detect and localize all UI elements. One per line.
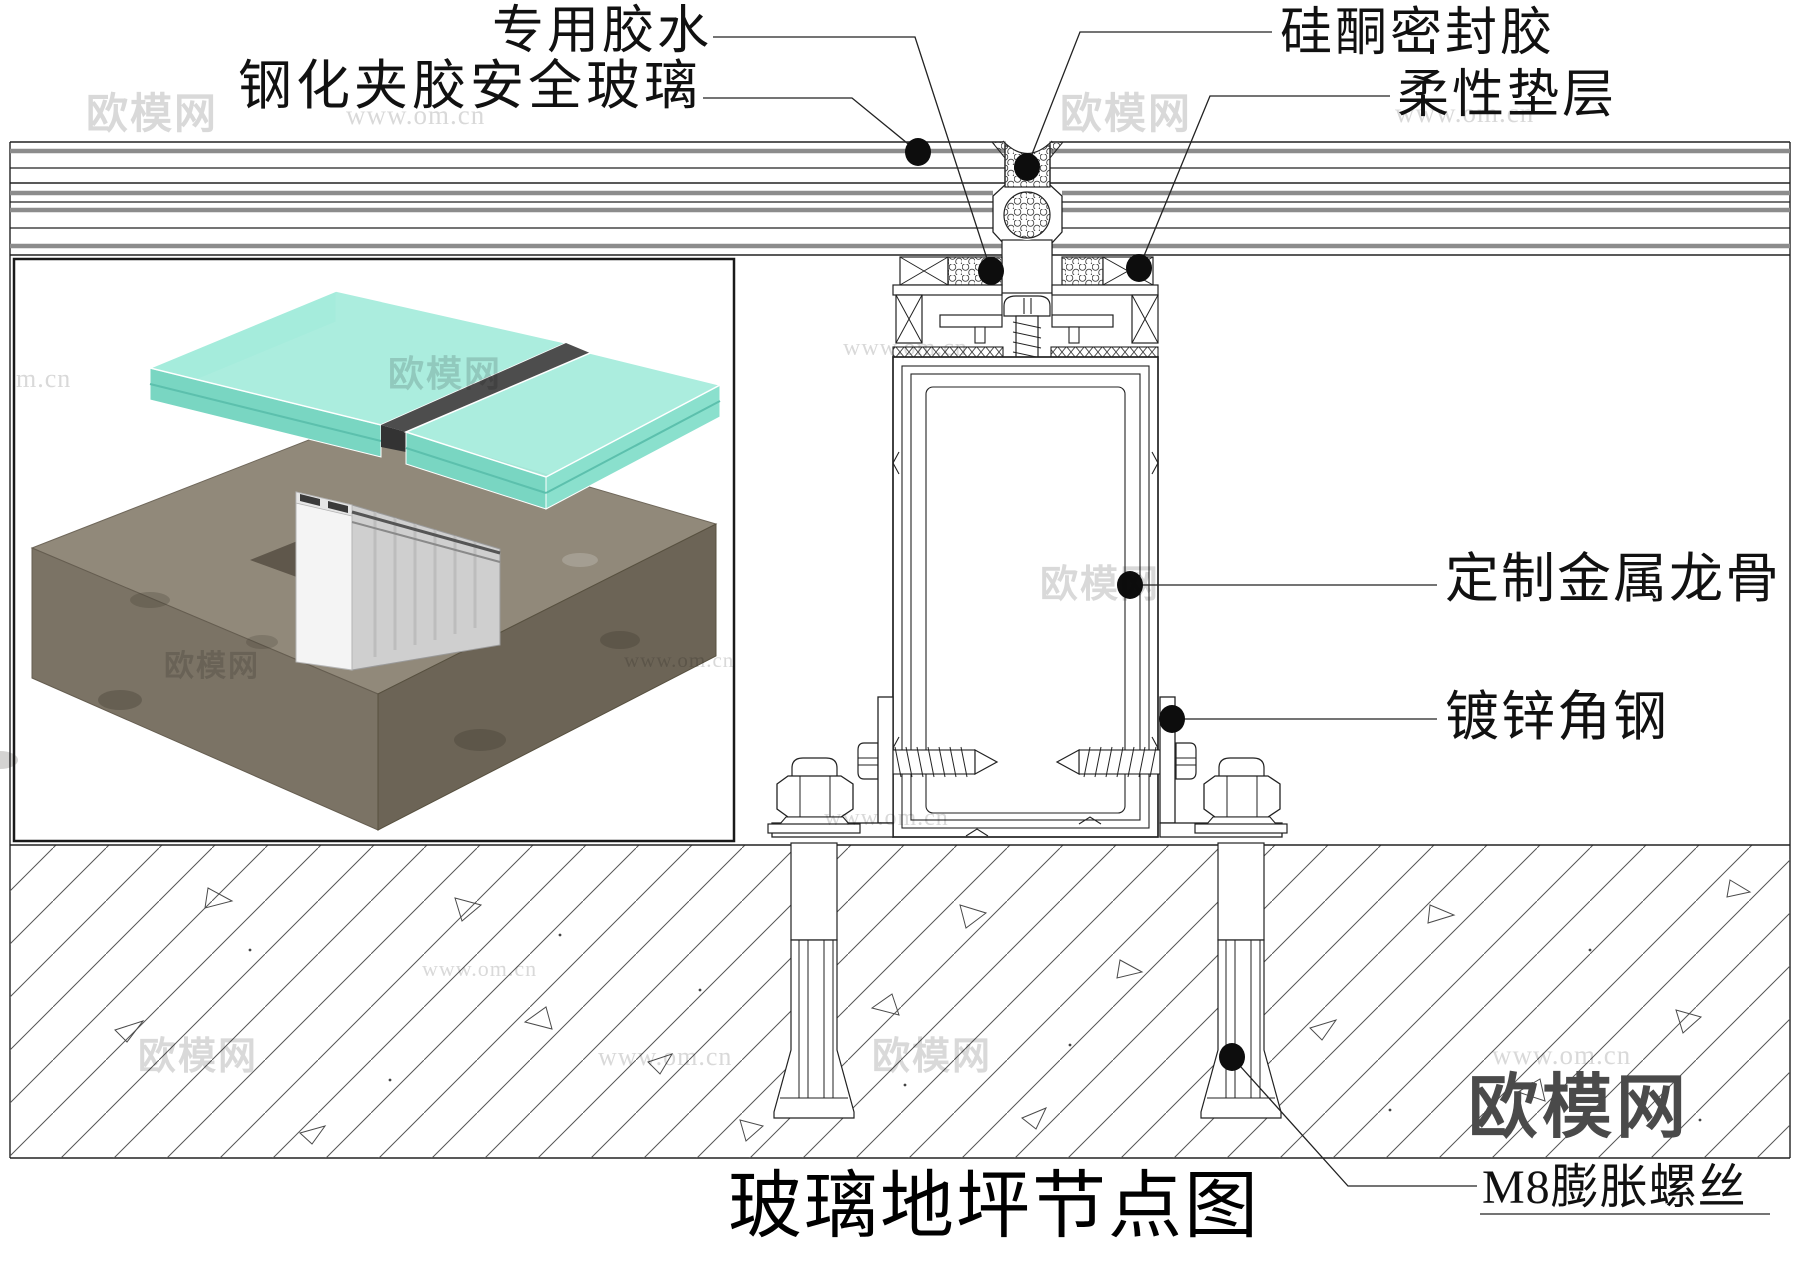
label-keel: 定制金属龙骨 bbox=[1445, 549, 1781, 609]
leader-cushion bbox=[1138, 95, 1390, 269]
horizontal-screw-left bbox=[857, 742, 999, 780]
watermark-site: www.om.cn bbox=[1395, 98, 1535, 128]
laminated-glass-section bbox=[10, 141, 1790, 256]
watermark-brand: 欧模网 bbox=[164, 650, 260, 683]
aggregate-triangles bbox=[114, 879, 1752, 1145]
label-angle-steel: 镀锌角钢 bbox=[1445, 687, 1669, 747]
watermark-brand: 欧模网 bbox=[388, 354, 503, 394]
watermark-site: www.om.cn bbox=[843, 335, 968, 361]
gasket-strip-right bbox=[1050, 346, 1159, 358]
keel-tongue bbox=[1001, 239, 1053, 294]
leader-glass bbox=[703, 97, 919, 153]
inset-3d-view bbox=[0, 257, 736, 843]
label-sealant: 硅酮密封胶 bbox=[1280, 5, 1556, 62]
watermark-site: www.om.cn bbox=[1492, 1040, 1632, 1070]
watermark-partial: m.cn bbox=[16, 364, 72, 393]
concrete-slab bbox=[10, 844, 1790, 1158]
label-glass: 钢化夹胶安全玻璃 bbox=[238, 56, 702, 116]
backer-rod bbox=[1002, 190, 1052, 240]
leader-anchor bbox=[1231, 1056, 1770, 1215]
watermark-site: www.om.cn bbox=[346, 100, 486, 130]
inset-metal-keel bbox=[295, 491, 501, 671]
watermark-brand: 欧模网 bbox=[1060, 92, 1193, 138]
watermark-site: www.om.cn bbox=[422, 956, 538, 981]
label-cushion: 柔性垫层 bbox=[1397, 67, 1618, 124]
drawing-title: 玻璃地坪节点图 bbox=[728, 1166, 1260, 1248]
site-logo: 欧模网 bbox=[1468, 1070, 1690, 1147]
anchor-bolt-left bbox=[767, 757, 861, 1119]
watermark-brand: 欧模网 bbox=[138, 1036, 259, 1078]
watermark-brand: 欧模网 bbox=[86, 92, 219, 138]
watermark-brand: 欧模网 bbox=[872, 1036, 993, 1078]
watermark-site: www.om.cn bbox=[824, 805, 949, 831]
leader-glue bbox=[713, 36, 992, 272]
watermark-brand: 欧模网 bbox=[1040, 564, 1161, 606]
label-glue: 专用胶水 bbox=[492, 3, 713, 60]
watermark-site: www.om.cn bbox=[598, 1042, 733, 1071]
leader-dots bbox=[905, 138, 1245, 1071]
anchor-bolt-right bbox=[1194, 757, 1288, 1119]
inset-glass-panels bbox=[147, 290, 723, 510]
label-anchor: M8膨胀螺丝 bbox=[1482, 1161, 1747, 1214]
leader-sealant bbox=[1026, 31, 1272, 168]
leader-lines bbox=[703, 31, 1770, 1215]
watermark-site: www.om.cn bbox=[624, 648, 735, 672]
keel-top-plate bbox=[892, 284, 1159, 344]
